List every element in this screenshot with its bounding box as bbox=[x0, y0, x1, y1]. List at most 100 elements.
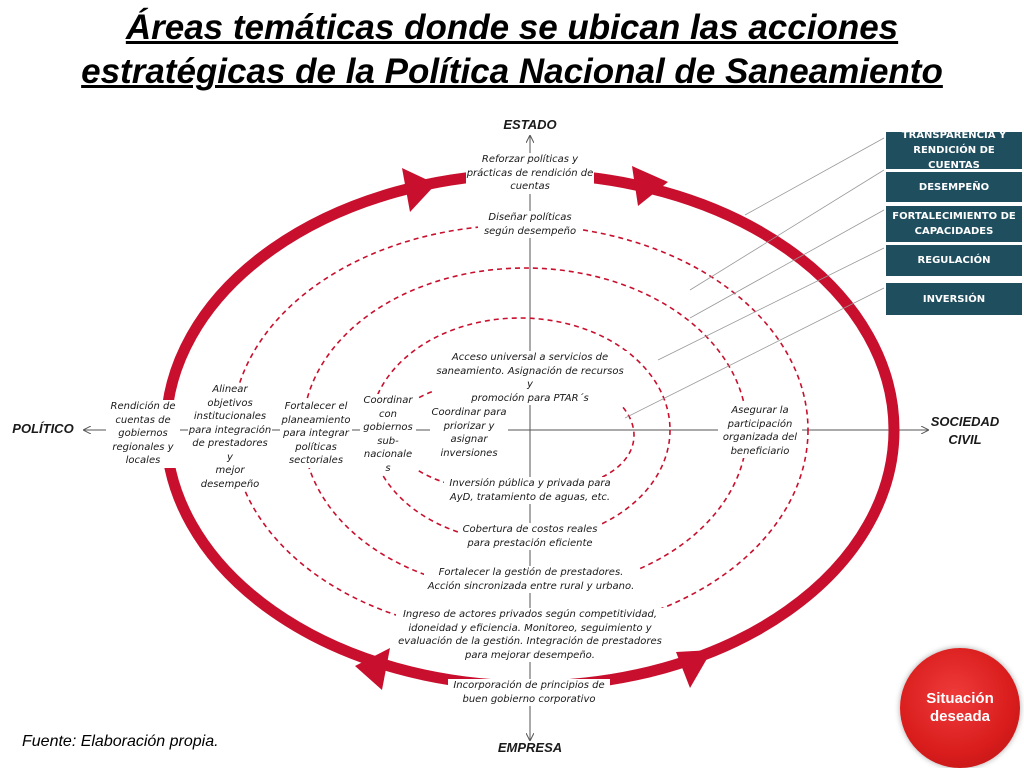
legend-transparencia: TRANSPARENCIA Y RENDICIÓN DE CUENTAS bbox=[886, 130, 1022, 171]
label-line: Acción sincronizada entre rural y urbano… bbox=[427, 580, 635, 592]
label-line: mejor bbox=[215, 465, 245, 476]
label-line: Asegurar la bbox=[731, 405, 789, 416]
label-line: Alinear bbox=[212, 384, 248, 395]
legend-line: INVERSIÓN bbox=[922, 293, 986, 305]
label-line: priorizar y bbox=[443, 420, 495, 432]
ring-arrow-top-left bbox=[402, 168, 436, 212]
leader-inversion bbox=[624, 287, 885, 419]
label-line: saneamiento. Asignación de recursos y bbox=[436, 365, 624, 391]
label-line: Cobertura de costos reales bbox=[462, 524, 598, 535]
label-line: Coordinar bbox=[363, 395, 413, 406]
label-line: Coordinar para bbox=[431, 407, 507, 418]
label-line: Fortalecer el bbox=[284, 401, 348, 412]
label-line: objetivos bbox=[207, 397, 253, 409]
legend-line: FORTALECIMIENTO DE bbox=[892, 211, 1016, 222]
axis-label-sociedad-civil: SOCIEDAD CIVIL bbox=[928, 413, 1002, 449]
leader-desempeno bbox=[689, 169, 885, 291]
label-line: locales bbox=[125, 455, 161, 466]
label-line: beneficiario bbox=[730, 445, 790, 457]
ring-arrow-bottom-left bbox=[355, 648, 390, 690]
legend-line: RENDICIÓN DE CUENTAS bbox=[913, 145, 995, 171]
legend-line: CAPACIDADES bbox=[914, 226, 994, 237]
label-line: sectoriales bbox=[288, 455, 344, 466]
source-note: Fuente: Elaboración propia. bbox=[22, 733, 219, 750]
ring-arrow-bottom-right bbox=[676, 650, 712, 688]
label-line: gobiernos bbox=[118, 428, 168, 439]
label-line: idoneidad y eficiencia. Monitoreo, segui… bbox=[408, 622, 652, 634]
label-line: planeamiento bbox=[281, 414, 351, 426]
label-line: organizada del bbox=[722, 432, 798, 443]
label-line: Diseñar políticas bbox=[488, 212, 572, 223]
label-line: sub- bbox=[377, 435, 399, 447]
label-line: s bbox=[385, 462, 391, 474]
leader-transparencia bbox=[744, 137, 885, 216]
badge-line: deseada bbox=[929, 708, 991, 725]
label-coordinar-inversiones: Coordinar para priorizar y asignar inver… bbox=[430, 406, 508, 460]
label-disenar: Diseñar políticas según desempeño bbox=[478, 211, 582, 238]
leader-regulacion bbox=[657, 247, 885, 361]
label-acceso: Acceso universal a servicios de saneamie… bbox=[432, 351, 628, 405]
label-incorporacion: Incorporación de principios de buen gobi… bbox=[448, 679, 610, 706]
label-line: nacionale bbox=[363, 449, 413, 460]
label-line: políticas bbox=[295, 441, 337, 453]
page-title: Áreas temáticas donde se ubican las acci… bbox=[0, 6, 1024, 94]
label-line: con bbox=[379, 408, 397, 420]
label-line: para prestación eficiente bbox=[467, 537, 593, 549]
label-line: participación bbox=[727, 418, 793, 430]
axis-label-civil: CIVIL bbox=[948, 432, 982, 447]
label-asegurar: Asegurar la participación organizada del… bbox=[718, 404, 802, 458]
label-line: gobiernos bbox=[363, 422, 413, 433]
title-line-2: estratégicas de la Política Nacional de … bbox=[81, 52, 943, 91]
label-line: asignar bbox=[450, 434, 488, 445]
axis-label-politico: POLÍTICO bbox=[12, 421, 74, 436]
label-line: Ingreso de actores privados según compet… bbox=[402, 609, 658, 620]
label-line: cuentas bbox=[510, 181, 550, 192]
label-line: AyD, tratamiento de aguas, etc. bbox=[449, 491, 611, 503]
label-line: Reforzar políticas y bbox=[481, 154, 579, 165]
situacion-deseada-badge: Situación deseada bbox=[900, 648, 1020, 768]
axis-label-estado: ESTADO bbox=[503, 117, 557, 132]
dashed-ring-3 bbox=[369, 317, 671, 543]
label-rendicion: Rendición de cuentas de gobiernos region… bbox=[106, 400, 180, 468]
label-reforzar: Reforzar políticas y prácticas de rendic… bbox=[466, 153, 594, 194]
legend-line: TRANSPARENCIA Y bbox=[901, 130, 1007, 141]
label-line: desempeño bbox=[200, 478, 260, 490]
label-inversion-publica: Inversión pública y privada para AyD, tr… bbox=[444, 477, 616, 504]
label-line: buen gobierno corporativo bbox=[462, 693, 596, 705]
label-coordinar-gobiernos: Coordinar con gobiernos sub- nacionale s bbox=[360, 394, 416, 475]
label-line: Fortalecer la gestión de prestadores. bbox=[438, 567, 624, 578]
legend-line: REGULACIÓN bbox=[917, 255, 991, 266]
legend-inversion: INVERSIÓN bbox=[886, 283, 1022, 315]
label-line: institucionales bbox=[193, 411, 267, 422]
label-fortalecer-planeamiento: Fortalecer el planeamiento para integrar… bbox=[280, 400, 352, 468]
leader-fortalecimiento bbox=[689, 209, 885, 319]
legend-line: DESEMPEÑO bbox=[918, 181, 990, 193]
label-line: para integración bbox=[188, 424, 272, 436]
legend-desempeno: DESEMPEÑO bbox=[886, 172, 1022, 202]
label-line: prácticas de rendición de bbox=[466, 167, 594, 179]
ring-arrow-top-right bbox=[632, 166, 668, 206]
badge-line: Situación bbox=[926, 690, 994, 707]
label-alinear: Alinear objetivos institucionales para i… bbox=[188, 383, 272, 491]
label-line: Incorporación de principios de bbox=[453, 680, 605, 691]
label-line: evaluación de la gestión. Integración de… bbox=[398, 636, 662, 647]
label-line: Acceso universal a servicios de bbox=[451, 352, 609, 363]
label-cobertura: Cobertura de costos reales para prestaci… bbox=[458, 523, 602, 550]
label-fortalecer-gestion: Fortalecer la gestión de prestadores. Ac… bbox=[424, 566, 638, 593]
label-line: inversiones bbox=[440, 447, 498, 459]
label-line: para mejorar desempeño. bbox=[465, 649, 595, 661]
label-line: promoción para PTAR´s bbox=[471, 392, 589, 404]
legend-regulacion: REGULACIÓN bbox=[886, 245, 1022, 276]
label-line: cuentas de bbox=[115, 414, 171, 426]
label-ingreso: Ingreso de actores privados según compet… bbox=[396, 608, 664, 662]
label-line: Rendición de bbox=[110, 401, 176, 412]
label-line: para integrar bbox=[283, 428, 349, 439]
axis-label-sociedad: SOCIEDAD bbox=[930, 414, 1000, 429]
label-line: regionales y bbox=[112, 441, 174, 453]
label-line: según desempeño bbox=[483, 225, 577, 237]
axis-label-empresa: EMPRESA bbox=[497, 740, 563, 755]
label-line: de prestadores y bbox=[192, 438, 268, 463]
legend-fortalecimiento: FORTALECIMIENTO DE CAPACIDADES bbox=[886, 206, 1022, 242]
title-line-1: Áreas temáticas donde se ubican las acci… bbox=[125, 8, 899, 47]
label-line: Inversión pública y privada para bbox=[449, 478, 611, 489]
